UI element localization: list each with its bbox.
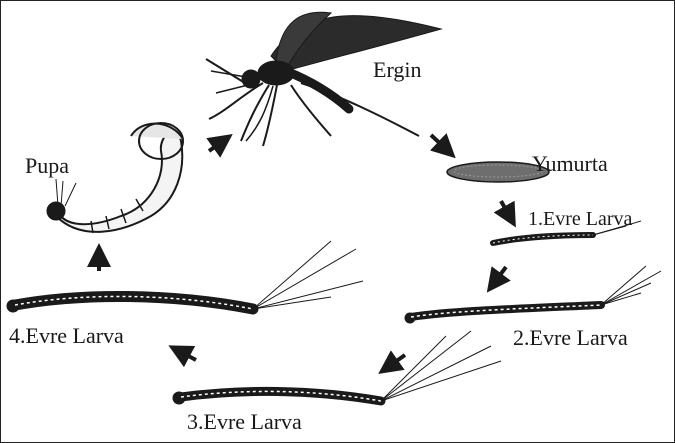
- label-larva-4: 4.Evre Larva: [9, 325, 124, 347]
- label-larva-2: 2.Evre Larva: [513, 327, 628, 349]
- pupa-icon: [47, 123, 183, 233]
- larva-icon: [7, 241, 363, 312]
- label-egg: Yumurta: [532, 153, 608, 175]
- label-pupa: Pupa: [25, 155, 69, 177]
- label-larva-1: 1.Evre Larva: [528, 209, 632, 229]
- label-adult: Ergin: [373, 59, 421, 81]
- label-larva-3: 3.Evre Larva: [187, 411, 302, 433]
- larva-icon: [405, 266, 661, 323]
- larva-icon: [173, 331, 501, 404]
